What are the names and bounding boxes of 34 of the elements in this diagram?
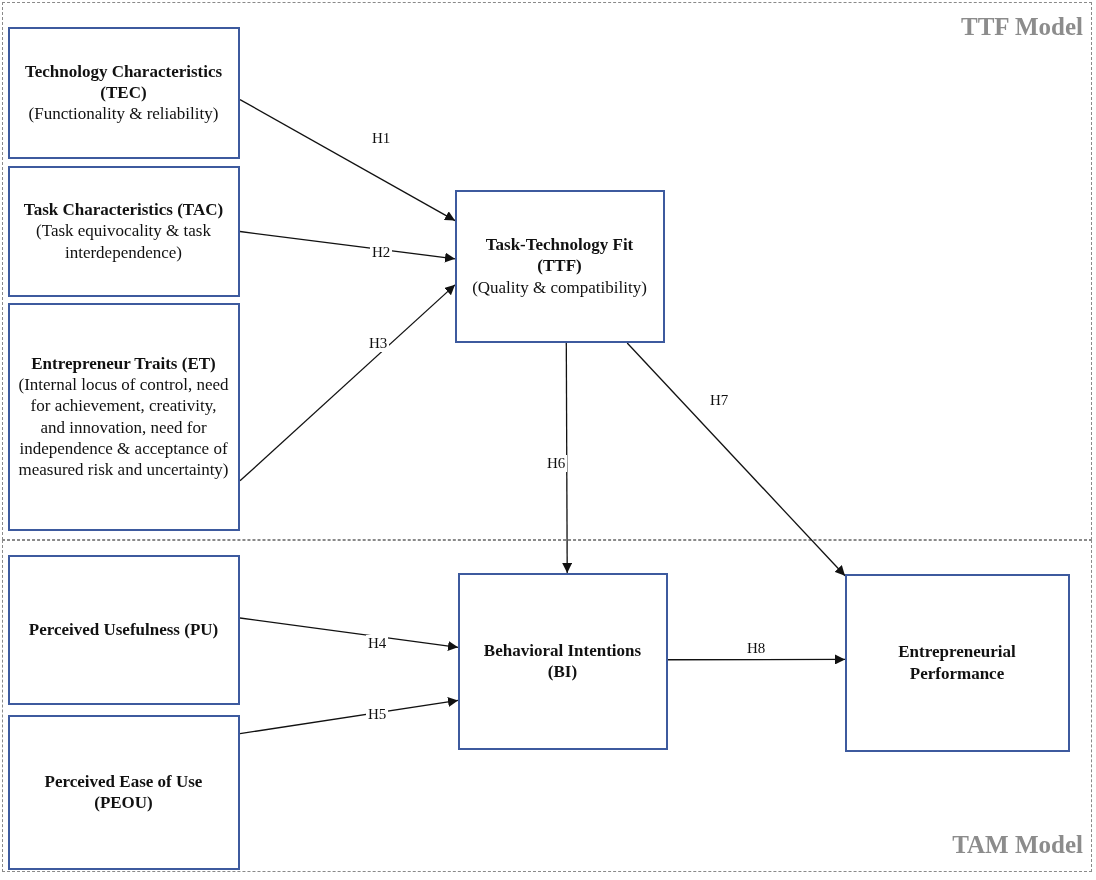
model-region <box>2 540 1092 872</box>
construct-name: Behavioral Intentions (BI) <box>482 639 643 683</box>
construct-name: Entrepreneurial Performance <box>897 641 1017 684</box>
construct-box <box>7 714 240 870</box>
arrow <box>239 697 459 735</box>
construct-description: (Quality & compatibility) <box>472 276 647 298</box>
construct-name: Perceived Ease of Use (PEOU) <box>43 770 204 814</box>
arrow <box>562 342 573 574</box>
arrow <box>239 617 459 651</box>
construct-description: (Internal locus of control, need for achievement, creativity, and innovation, need for independence & acceptance of measured risk and uncertainty) <box>17 374 230 481</box>
construct-name: Task-Technology Fit (TTF) <box>484 234 635 277</box>
construct-name: Entrepreneur Traits (ET) <box>31 352 216 374</box>
arrow <box>626 342 846 577</box>
construct-box <box>457 572 668 750</box>
edge-label: H6 <box>545 455 568 472</box>
construct-name: Technology Characteristics (TEC) <box>23 60 224 104</box>
region-title: TAM Model <box>952 831 1083 859</box>
construct-name: Perceived Usefulness (PU) <box>28 618 219 641</box>
region-title: TTF Model <box>961 13 1083 41</box>
edge-label: H3 <box>367 335 390 352</box>
arrow <box>667 654 846 665</box>
arrow <box>239 230 456 263</box>
construct-box <box>7 165 240 297</box>
construct-box <box>844 573 1070 752</box>
construct-box <box>7 554 240 705</box>
model-region <box>2 2 1092 540</box>
construct-name: Task Characteristics (TAC) <box>23 199 224 221</box>
construct-box <box>7 26 240 159</box>
arrow <box>239 98 456 222</box>
construct-description: (Task equivocality & task interdependence) <box>35 220 212 263</box>
construct-description: (Functionality & reliability) <box>28 103 219 125</box>
construct-box <box>7 302 240 531</box>
construct-box <box>454 189 665 343</box>
arrow <box>239 284 456 482</box>
